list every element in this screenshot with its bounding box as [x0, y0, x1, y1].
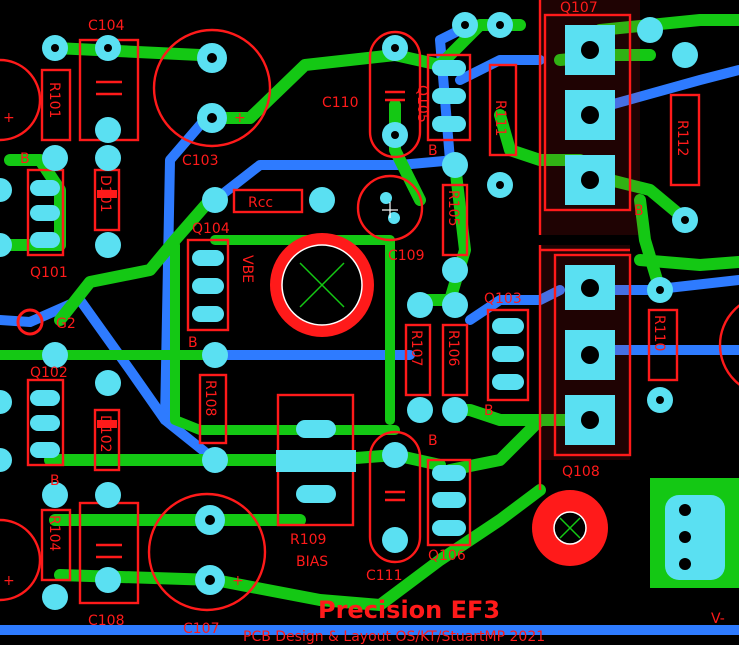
- transistor-pads: [540, 0, 640, 460]
- label-d102: D102: [97, 415, 113, 453]
- label-q103: Q103: [484, 291, 522, 307]
- label-q108: Q108: [562, 464, 600, 480]
- label-q105: Q105: [414, 85, 430, 123]
- label-c109: C109: [388, 248, 425, 264]
- label-r108: R108: [202, 380, 218, 416]
- label-vbe: VBE: [239, 255, 255, 283]
- board-title: Precision EF3: [318, 596, 500, 624]
- label-c110: C110: [322, 95, 359, 111]
- label-r106: R106: [445, 330, 461, 367]
- label-c104: C104: [88, 18, 125, 34]
- label-q107: Q107: [560, 0, 598, 16]
- label-rcc: Rcc: [248, 195, 273, 211]
- label-b-4: B: [484, 403, 494, 419]
- label-q102: Q102: [30, 365, 68, 381]
- label-r111: R111: [492, 100, 508, 136]
- label-b-1: B: [20, 151, 30, 167]
- component-labels: C104 C103 C110 C109 C111 C108 C107 Rcc Q…: [3, 0, 725, 645]
- label-b-6: B: [634, 203, 644, 219]
- label-b-3: B: [428, 143, 438, 159]
- label-r110: R110: [651, 315, 667, 351]
- label-q104: Q104: [192, 221, 230, 237]
- label-plus-3: +: [3, 110, 15, 126]
- label-r105: R105: [445, 190, 461, 226]
- label-b-5: B: [428, 433, 438, 449]
- label-r109: R109: [290, 532, 326, 548]
- board-credit: PCB Design & Layout OS/KT/StuartMP 2021: [243, 629, 545, 645]
- silkscreen: [0, 0, 739, 612]
- label-g2: G2: [56, 316, 76, 332]
- label-c108: C108: [88, 613, 125, 629]
- label-plus-1: +: [234, 110, 246, 126]
- label-plus-4: +: [3, 573, 15, 589]
- through-hole-pads: [0, 12, 698, 610]
- label-r107: R107: [408, 330, 424, 366]
- label-d101: D101: [97, 175, 113, 213]
- label-c111: C111: [366, 568, 403, 584]
- label-c103: C103: [182, 153, 219, 169]
- label-q106: Q106: [428, 548, 466, 564]
- label-b-7: B: [50, 473, 60, 489]
- label-bias: BIAS: [296, 554, 328, 570]
- label-q101: Q101: [30, 265, 68, 281]
- label-c107: C107: [183, 621, 220, 637]
- label-plus-2: +: [232, 573, 244, 589]
- label-r104: R104: [46, 515, 62, 552]
- label-v-minus: V-: [711, 611, 725, 627]
- label-r101: R101: [46, 82, 62, 118]
- label-r112: R112: [674, 120, 690, 156]
- label-b-2: B: [188, 335, 198, 351]
